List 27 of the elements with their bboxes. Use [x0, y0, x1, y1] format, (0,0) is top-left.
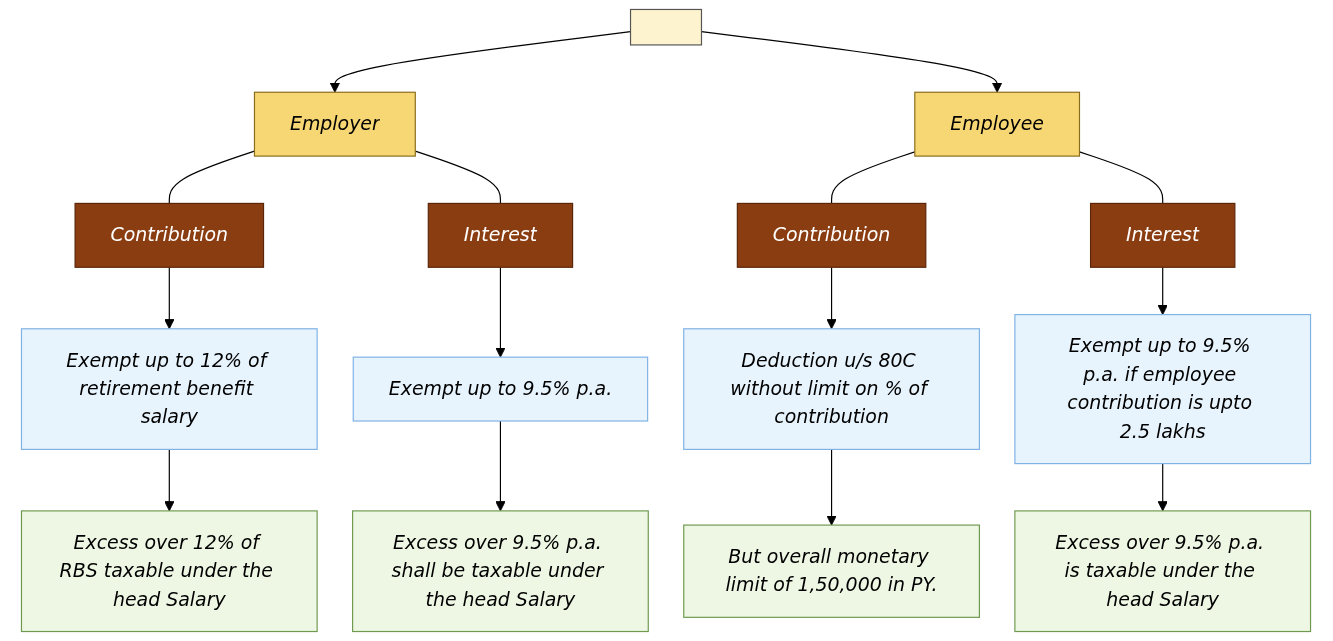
arrow [164, 448, 175, 512]
node-box: Interest [428, 202, 574, 268]
node-box: Deduction u/s 80C without limit on % of contribution [683, 328, 981, 450]
arrow [495, 266, 507, 358]
node-box: Excess over 9.5% p.a. is taxable under the head Salary [1014, 510, 1312, 633]
arrow [1158, 463, 1169, 512]
arrow [330, 31, 632, 93]
arrow [701, 31, 1003, 93]
connector [831, 151, 916, 204]
node-box [630, 8, 703, 46]
node-box: Contribution [74, 202, 265, 268]
node-box: Exempt up to 12% of retirement benefit salary [21, 328, 319, 450]
arrow [164, 266, 175, 330]
node-box: Excess over 12% of RBS taxable under the head Salary [21, 510, 319, 633]
arrow [1158, 266, 1169, 316]
arrow [495, 420, 507, 512]
node-box: Excess over 9.5% p.a. shall be taxable under the head Salary [352, 510, 650, 633]
node-box: Interest [1090, 202, 1236, 268]
node-box: Contribution [737, 202, 927, 268]
node-box: Exempt up to 9.5% p.a. [353, 356, 649, 422]
node-box: But overall monetary limit of 1,50,000 in PY. [683, 524, 981, 618]
connector [1079, 151, 1164, 204]
node-box: Exempt up to 9.5% p.a. if employee contribution is upto 2.5 lakhs [1014, 314, 1312, 465]
connector [415, 150, 502, 204]
arrow [826, 448, 838, 526]
node-box: Employee [914, 91, 1081, 157]
arrow [826, 266, 838, 330]
